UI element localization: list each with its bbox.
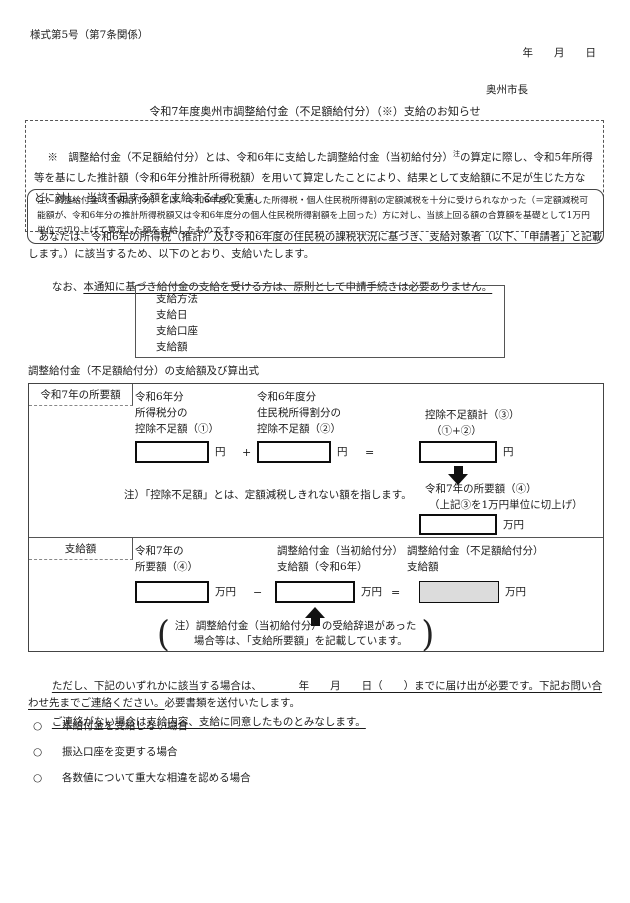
list-item-label: 各数値について重大な相違を認める場合 [62,772,251,784]
summary-text-part1: ※ 調整給付金（不足額給付分）とは、令和6年に支給した調整給付金（当初給付分） [47,151,454,164]
deadline-underlined-text: ただし、下記のいずれかに該当する場合は、 年 月 日（ ）までに届け出が必要です… [28,679,603,710]
deadline-paragraph: ただし、下記のいずれかに該当する場合は、 年 月 日（ ）までに届け出が必要です… [28,660,606,730]
payment-item-amount: 支給額 [156,341,188,353]
unit-yen-3: 円 [503,446,514,458]
unit-yen-1: 円 [215,446,226,458]
addressee: 奥州市長 [486,84,528,96]
row1-col3-label: 控除不足額計（③） （①+②） [425,409,520,437]
payment-item-date: 支給日 [156,309,188,321]
deadline-plain-text: 必要書類を送付いたします。 [164,697,300,709]
circle-bullet-icon: ○ [33,772,43,784]
unit-manyen-1: 万円 [503,519,524,531]
shortfall-definition-note: 注）「控除不足額」とは、定額減税しきれない額を指します。 [124,489,412,501]
row2-header-cell: 支給額 [29,538,133,560]
arrow-down-icon [448,466,468,485]
list-item-decline: ○ 本給付金を受給しない場合 [33,718,188,735]
amount-field-required-amount[interactable] [135,581,209,603]
nao-underlined-text: 本通知に基づき給付金の支給を受ける方は、原則として申請手続きは必要ありません。 [83,281,493,293]
calc-table: 令和7年の所要額 令和6年分 所得税分の 控除不足額（①） 円 + 令和6年度分… [28,383,604,652]
consent-paragraph: ご連絡がない場合は支給内容、支給に同意したものとみなします。 [28,697,606,748]
calc-section-title: 調整給付金（不足額給付分）の支給額及び算出式 [28,365,259,377]
consent-underlined-text: ご連絡がない場合は支給内容、支給に同意したものとみなします。 [51,716,366,728]
nao-prefix: なお、 [41,281,84,293]
amount-field-required-amount-r7[interactable] [419,514,497,535]
list-item-change-account: ○ 振込口座を変更する場合 [33,744,178,761]
note-detail-box: 注：調整給付金（当初給付分）とは、令和6年度に実施した所得税・個人住民税所得割の… [27,189,604,244]
body-paragraph: あなたは、令和6年の所得税（推計）及び令和6年度の住民税の課税状況に基づき、支給… [28,231,603,260]
row1-col2-label: 令和6年度分 住民税所得割分の 控除不足額（②） [257,391,341,435]
row2-col3-label: 調整給付金（不足額給付分） 支給額 [407,545,544,573]
amount-field-resident-tax-shortfall[interactable] [257,441,331,463]
payment-item-account: 支給口座 [156,325,198,337]
payment-info-box: 支給方法 支給日 支給口座 支給額 [135,285,505,358]
list-item-label: 本給付金を受給しない場合 [62,720,188,732]
row-divider [29,537,603,538]
summary-text-part2: の算定に際し、令和5年所得等を基にした推計額（令和6年分推計所得税額）を用いて算… [34,151,593,204]
circle-bullet-icon: ○ [33,720,43,732]
list-item-label: 振込口座を変更する場合 [62,746,178,758]
amount-field-income-tax-shortfall[interactable] [135,441,209,463]
page-title: 令和7年度奥州市調整給付金（不足額給付分）（※）支給のお知らせ [149,105,481,118]
list-item-discrepancy: ○ 各数値について重大な相違を認める場合 [33,770,251,787]
amount-field-initial-benefit[interactable] [275,581,355,603]
row1-col1-label: 令和6年分 所得税分の 控除不足額（①） [135,391,219,435]
amount-field-shortfall-total[interactable] [419,441,497,463]
operator-plus: + [242,446,252,459]
arrow-up-icon [305,607,325,626]
operator-minus: − [253,586,263,599]
unit-yen-2: 円 [337,446,348,458]
unit-manyen-4: 万円 [505,586,526,598]
no-application-paragraph: なお、本通知に基づき給付金の支給を受ける方は、原則として申請手続きは必要ありませ… [28,262,604,313]
unit-manyen-3: 万円 [361,586,382,598]
row1-result-label: 令和7年の所要額（④） （上記③を1万円単位に切上げ） [425,483,583,511]
bracket-open: ( [157,612,170,655]
initial-benefit-note: ( 注）調整給付金（当初給付分）の受給辞退があった 場合等は、「支給所要額」を記… [157,612,435,655]
deadline-indent [41,680,52,692]
row2-col1-label: 令和7年の 所要額（④） [135,545,198,573]
operator-equals-1: = [365,446,375,459]
summary-superscript: 注 [453,150,461,158]
bracket-close: ) [421,612,435,655]
amount-field-shortfall-benefit-shaded[interactable] [419,581,499,603]
summary-note-box: ※ 調整給付金（不足額給付分）とは、令和6年に支給した調整給付金（当初給付分）注… [25,120,604,232]
row1-header-cell: 令和7年の所要額 [29,384,133,406]
row2-col2-label: 調整給付金（当初給付分） 支給額（令和6年） [277,545,403,573]
payment-item-method: 支給方法 [156,293,198,305]
date-line: 年 月 日 [522,47,597,59]
unit-manyen-2: 万円 [215,586,236,598]
form-number: 様式第5号（第7条関係） [30,29,149,41]
operator-equals-2: = [391,586,401,599]
circle-bullet-icon: ○ [33,746,43,758]
